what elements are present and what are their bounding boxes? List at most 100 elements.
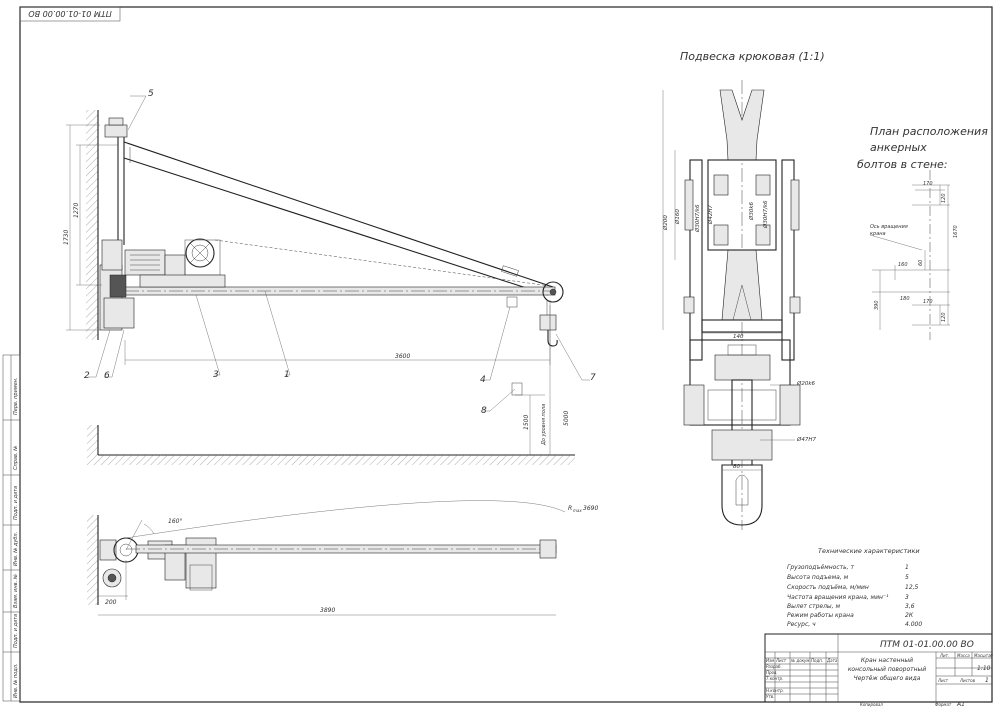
title-code: ПТМ 01-01.00.00 ВО bbox=[880, 640, 974, 650]
anchor-1670: 1670 bbox=[953, 225, 959, 238]
hook-dim-200: Ø200 bbox=[662, 215, 669, 231]
tech-value-6: 4.000 bbox=[905, 621, 922, 628]
col-podp: Подп. bbox=[811, 658, 823, 663]
tech-label-4: Вылет стрелы, м bbox=[787, 603, 840, 610]
trolley-frame bbox=[139, 274, 226, 288]
copied-label: Копировал bbox=[860, 702, 883, 707]
traverse bbox=[701, 319, 783, 333]
top-bearing bbox=[104, 124, 128, 138]
tie-rod-lower bbox=[123, 157, 549, 296]
callout-4: 4 bbox=[480, 375, 486, 385]
tie-rod-upper bbox=[123, 141, 554, 288]
tech-value-5: 2К bbox=[905, 612, 914, 619]
strip-podp-data-2: Подп. и дата bbox=[13, 614, 19, 648]
sheets-label: Листов bbox=[959, 678, 976, 683]
strip-inv-dubl: Инв. № дубл. bbox=[13, 532, 19, 566]
tech-label-6: Ресурс, ч bbox=[787, 621, 816, 628]
tech-label-2: Скорость подъёма, м/мин bbox=[787, 584, 869, 591]
hook-icon bbox=[547, 330, 558, 347]
hoist-motor bbox=[124, 249, 166, 276]
dim-1730: 1730 bbox=[63, 230, 70, 245]
callout-7: 7 bbox=[590, 373, 596, 383]
slewing-drive bbox=[101, 239, 123, 271]
format-value: А1 bbox=[956, 701, 965, 707]
left-strip-lines bbox=[3, 419, 20, 653]
callout-8: 8 bbox=[481, 406, 487, 416]
hook-dim-20k6: Ø20k6 bbox=[796, 380, 816, 387]
hook-view-title: Подвеска крюковая (1:1) bbox=[680, 50, 825, 63]
sheet-label: Лист bbox=[937, 678, 949, 683]
title-name-3: Чертёж общего вида bbox=[854, 675, 921, 682]
anchor-170-bot: 170 bbox=[923, 299, 933, 305]
anchor-title-2: анкерных bbox=[870, 141, 927, 154]
callout-5: 5 bbox=[148, 89, 154, 99]
role-tkontr: Т.контр. bbox=[766, 676, 783, 681]
role-nkontr: Н.контр. bbox=[766, 688, 784, 693]
hook-suspension-view bbox=[662, 80, 801, 530]
anchor-170-top: 170 bbox=[923, 181, 933, 187]
title-name-2: консольный поворотный bbox=[848, 666, 926, 673]
tech-label-0: Грузоподъёмность, т bbox=[787, 564, 855, 571]
dim-5000: 5000 bbox=[563, 411, 570, 426]
lit-head: Лит. bbox=[939, 653, 949, 658]
sheet-frame bbox=[19, 6, 993, 703]
hook-fit-2: Ø42H7 bbox=[707, 205, 714, 225]
callout-6: 6 bbox=[104, 371, 110, 381]
hook-dim-47h7: Ø47H7 bbox=[796, 436, 816, 443]
hook-fit-3: Ø30k6 bbox=[748, 201, 755, 221]
anchor-60: 60 bbox=[918, 260, 924, 266]
tech-label-1: Высота подъема, м bbox=[787, 574, 849, 581]
hook-fit-4: Ø30Н7/k6 bbox=[762, 200, 769, 229]
dim-floor-note: До уровня пола bbox=[541, 404, 547, 446]
tech-value-4: 3,6 bbox=[905, 603, 915, 610]
dim-1500: 1500 bbox=[523, 415, 530, 430]
hook-dim-160: Ø160 bbox=[674, 209, 681, 225]
title-name-1: Кран настенный bbox=[861, 657, 913, 664]
tech-label-5: Режим работы крана bbox=[787, 612, 854, 619]
sheave-upper bbox=[719, 89, 765, 161]
anchor-title-3: болтов в стене: bbox=[857, 158, 948, 171]
callout-2: 2 bbox=[84, 371, 90, 381]
tech-value-2: 12,5 bbox=[905, 584, 919, 591]
hook-dim-140: 140 bbox=[733, 334, 744, 340]
swing-arc bbox=[125, 500, 566, 539]
sheets-count: 1 bbox=[985, 677, 989, 684]
scale-value: 1:10 bbox=[977, 665, 991, 672]
thrust-bearing bbox=[714, 354, 771, 381]
anchor-180: 180 bbox=[900, 296, 910, 302]
winch-drum bbox=[185, 238, 215, 268]
floor-hatch bbox=[98, 455, 575, 465]
role-razrab: Разраб. bbox=[766, 664, 782, 669]
anchor-390: 390 bbox=[874, 300, 880, 310]
callout-1: 1 bbox=[284, 370, 290, 380]
top-code-box bbox=[19, 6, 121, 22]
anchor-title-1: План расположения bbox=[870, 125, 988, 138]
left-strip bbox=[2, 354, 21, 702]
hook-dim-80: 80 bbox=[733, 464, 740, 470]
col-dokum: № докум. bbox=[790, 658, 811, 663]
role-prov: Пров. bbox=[766, 670, 778, 675]
lower-frame bbox=[689, 339, 791, 426]
tech-value-1: 5 bbox=[905, 574, 909, 581]
strip-inv-podl: Инв. № подл. bbox=[13, 664, 19, 699]
plan-angle: 160° bbox=[168, 518, 182, 525]
anchor-120-bot: 120 bbox=[941, 312, 947, 322]
dim-3600: 3600 bbox=[395, 353, 410, 360]
side-view bbox=[66, 95, 590, 465]
plan-radius-value: 3690 bbox=[583, 505, 598, 512]
anchor-120-top: 120 bbox=[941, 193, 947, 203]
tech-value-3: 3 bbox=[905, 594, 909, 601]
hook-block bbox=[539, 314, 557, 331]
plan-view bbox=[87, 500, 566, 616]
anchor-axis-note-1: Ось вращения bbox=[870, 224, 908, 230]
strip-sprav: Справ. № bbox=[13, 446, 19, 470]
tech-label-3: Частота вращения крана, мин⁻¹ bbox=[787, 594, 889, 601]
tech-table: Грузоподъёмность, т 1 Высота подъема, м … bbox=[787, 564, 922, 628]
callout-3: 3 bbox=[213, 370, 219, 380]
title-block bbox=[764, 633, 993, 703]
tech-title: Технические характеристики bbox=[818, 547, 920, 555]
dim-1270: 1270 bbox=[73, 203, 80, 218]
col-izm: Изм bbox=[766, 658, 774, 663]
format-label: Формат bbox=[935, 702, 952, 707]
